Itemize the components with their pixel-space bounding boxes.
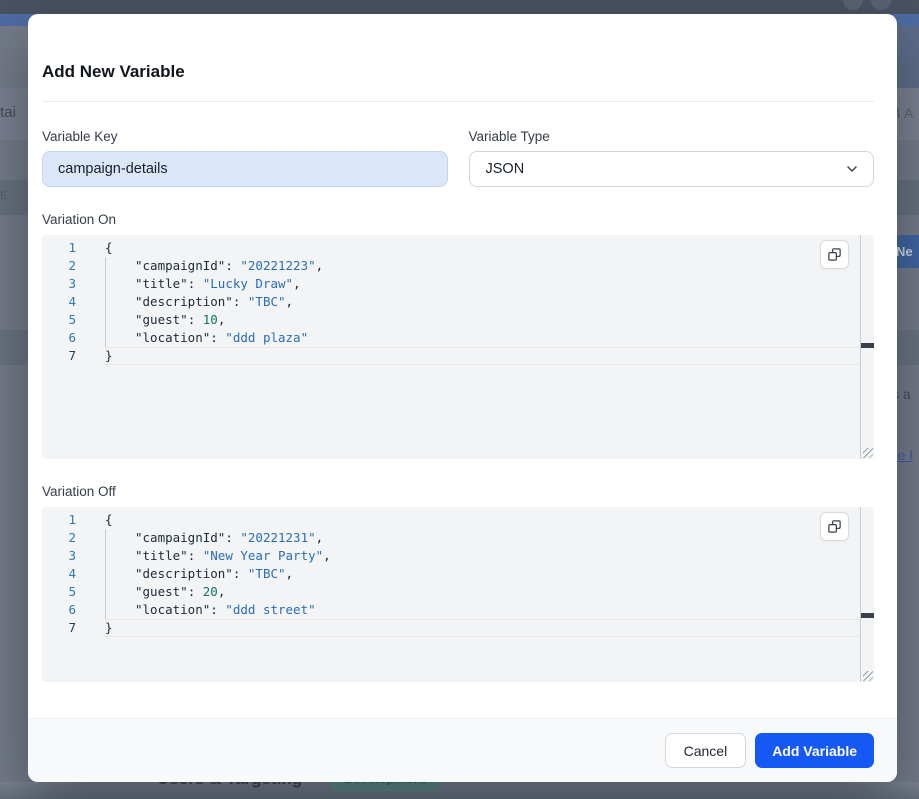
copy-icon xyxy=(827,247,842,262)
line-number: 3 xyxy=(42,275,76,293)
line-number: 2 xyxy=(42,257,76,275)
line-number: 3 xyxy=(42,547,76,565)
code-line: "title": "Lucky Draw", xyxy=(105,275,874,293)
variable-type-label: Variable Type xyxy=(469,128,875,145)
variable-type-field: Variable Type JSON xyxy=(469,128,875,187)
variable-key-input[interactable] xyxy=(42,151,448,187)
code-line: "title": "New Year Party", xyxy=(105,547,874,565)
code-line: { xyxy=(105,239,874,257)
code-line: } xyxy=(105,619,860,637)
line-number: 5 xyxy=(42,311,76,329)
add-variable-button[interactable]: Add Variable xyxy=(755,733,874,768)
line-number: 6 xyxy=(42,601,76,619)
variable-type-select[interactable]: JSON xyxy=(469,151,875,187)
copy-button[interactable] xyxy=(820,512,849,541)
code-line: "campaignId": "20221231", xyxy=(105,529,874,547)
background-truncated-text: E xyxy=(0,190,7,202)
copy-button[interactable] xyxy=(820,240,849,269)
code-line: { xyxy=(105,511,874,529)
variable-key-label: Variable Key xyxy=(42,128,448,145)
line-number: 4 xyxy=(42,565,76,583)
chevron-down-icon xyxy=(844,161,860,177)
copy-icon xyxy=(827,519,842,534)
line-number: 4 xyxy=(42,293,76,311)
code-line: "guest": 10, xyxy=(105,311,874,329)
background-band xyxy=(0,782,919,799)
variation-off-editor[interactable]: 1 2 3 4 5 6 7 { "campaignId": "20221231"… xyxy=(42,507,874,682)
line-number: 5 xyxy=(42,583,76,601)
code-line: "campaignId": "20221223", xyxy=(105,257,874,275)
line-number: 2 xyxy=(42,529,76,547)
code-line: "location": "ddd street" xyxy=(105,601,874,619)
background-navbar xyxy=(0,0,919,14)
line-numbers: 1 2 3 4 5 6 7 xyxy=(42,239,76,365)
line-numbers: 1 2 3 4 5 6 7 xyxy=(42,511,76,637)
scrollbar-track[interactable] xyxy=(860,507,861,682)
scrollbar-thumb[interactable] xyxy=(861,343,874,348)
code-line: "guest": 20, xyxy=(105,583,874,601)
resize-handle[interactable] xyxy=(863,671,873,681)
modal-footer: Cancel Add Variable xyxy=(28,718,897,782)
variation-on-label: Variation On xyxy=(42,211,874,228)
line-number: 7 xyxy=(42,619,76,637)
code-line: "location": "ddd plaza" xyxy=(105,329,874,347)
code-content: { "campaignId": "20221231", "title": "Ne… xyxy=(105,507,874,637)
code-line: "description": "TBC", xyxy=(105,565,874,583)
cancel-button[interactable]: Cancel xyxy=(665,733,747,768)
line-number: 6 xyxy=(42,329,76,347)
variable-type-value: JSON xyxy=(486,161,525,177)
line-number: 1 xyxy=(42,511,76,529)
background-truncated-text: tai xyxy=(0,104,16,121)
scrollbar-thumb[interactable] xyxy=(861,613,874,618)
modal-title: Add New Variable xyxy=(42,60,874,84)
code-content: { "campaignId": "20221223", "title": "Lu… xyxy=(105,235,874,365)
variation-off-label: Variation Off xyxy=(42,483,874,500)
variable-key-field: Variable Key xyxy=(42,128,448,187)
add-variable-modal: Add New Variable Variable Key Variable T… xyxy=(28,14,897,782)
code-line: } xyxy=(105,347,860,365)
resize-handle[interactable] xyxy=(863,448,873,458)
line-number: 7 xyxy=(42,347,76,365)
divider xyxy=(42,101,874,102)
variation-on-editor[interactable]: 1 2 3 4 5 6 7 { "campaignId": "20221223"… xyxy=(42,235,874,459)
line-number: 1 xyxy=(42,239,76,257)
code-line: "description": "TBC", xyxy=(105,293,874,311)
